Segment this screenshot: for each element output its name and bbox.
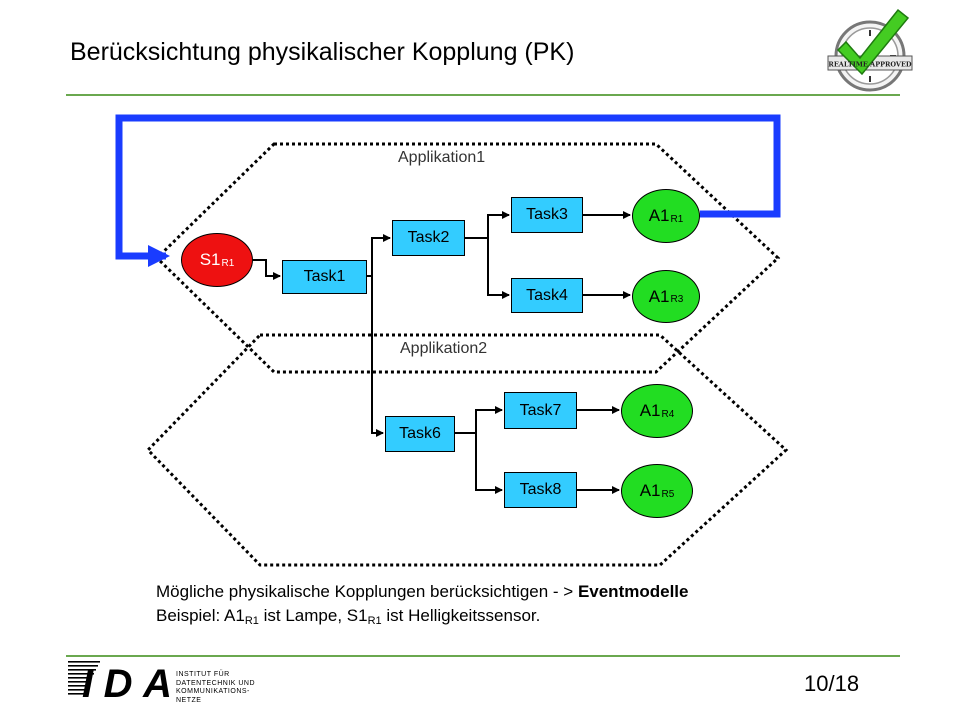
task3-box: Task3 — [511, 197, 583, 233]
institute-name: INSTITUT FÜR DATENTECHNIK UND KOMMUNIKAT… — [176, 671, 286, 705]
application2-boundary — [145, 333, 789, 567]
footer-divider — [66, 655, 900, 657]
physical-coupling-path — [115, 114, 781, 267]
actuator-main-label: A1 — [639, 401, 661, 420]
clock-checkmark-icon — [827, 8, 913, 92]
flow-connectors — [253, 211, 631, 494]
actuator-main-label: A1 — [639, 481, 661, 500]
institute-line: KOMMUNIKATIONS- — [176, 688, 250, 695]
footnote-s1: S1 — [346, 606, 368, 625]
footnote-s1-sub: R1 — [367, 615, 382, 627]
connector-s1-task1 — [253, 259, 281, 280]
connector-task1-task2 — [367, 234, 391, 277]
ida-logo-wordmark: IDA — [82, 662, 170, 700]
ida-logo-mark — [68, 661, 100, 695]
institute-line: INSTITUT FÜR — [176, 671, 230, 678]
footnote-line2: Beispiel: A1R1 ist Lampe, S1R1 ist Helli… — [156, 604, 688, 633]
footnote-a1: A1 — [224, 606, 245, 625]
application1-label: Applikation1 — [398, 149, 486, 166]
sensor-main-label: S1 — [199, 250, 221, 269]
institute-line: DATENTECHNIK UND — [176, 679, 256, 687]
actuator-sub-label: R3 — [670, 294, 684, 305]
title-divider — [66, 94, 900, 96]
realtime-approved-badge: REALTIME APPROVED — [827, 8, 913, 92]
connector-task2-task3 — [465, 211, 510, 239]
footnote-line1-bold: Eventmodelle — [577, 582, 689, 601]
slide-title: Berücksichtung physikalischer Kopplung (… — [70, 38, 575, 66]
footnote-prefix: Beispiel: — [156, 606, 225, 625]
institute-line: NETZE — [176, 696, 202, 704]
actuator-sub-label: R5 — [661, 488, 675, 500]
actuator-sub-label: R4 — [661, 408, 675, 420]
footnote-line1: Mögliche physikalische Kopplungen berück… — [156, 580, 688, 604]
sensor-sub-label: R1 — [221, 257, 235, 269]
footnote-suffix: ist Helligkeitssensor. — [381, 606, 541, 625]
footnote-a1-sub: R1 — [244, 615, 259, 627]
task1-box: Task1 — [282, 260, 367, 294]
connector-task6-task7 — [455, 406, 503, 434]
actuator-main-label: A1 — [648, 206, 670, 225]
task6-box: Task6 — [385, 416, 455, 452]
footnote: Mögliche physikalische Kopplungen berück… — [156, 580, 688, 633]
connector-task6-task8 — [475, 433, 503, 494]
actuator-sub-label: R1 — [670, 213, 684, 225]
task7-box: Task7 — [504, 392, 577, 429]
task8-box: Task8 — [504, 472, 577, 508]
page-number: 10/18 — [804, 671, 860, 696]
actuator-main-label: A1 — [648, 286, 670, 306]
connector-task1-task6 — [371, 276, 384, 437]
badge-text: REALTIME APPROVED — [828, 61, 911, 69]
application2-label: Applikation2 — [400, 340, 488, 357]
task4-box: Task4 — [511, 278, 583, 313]
ida-logo: IDA — [68, 661, 172, 700]
connector-task2-task4 — [487, 238, 510, 299]
footnote-line1-text: Mögliche physikalische Kopplungen berück… — [156, 582, 578, 601]
task2-box: Task2 — [392, 220, 465, 256]
footnote-middle: ist Lampe, — [258, 606, 347, 625]
